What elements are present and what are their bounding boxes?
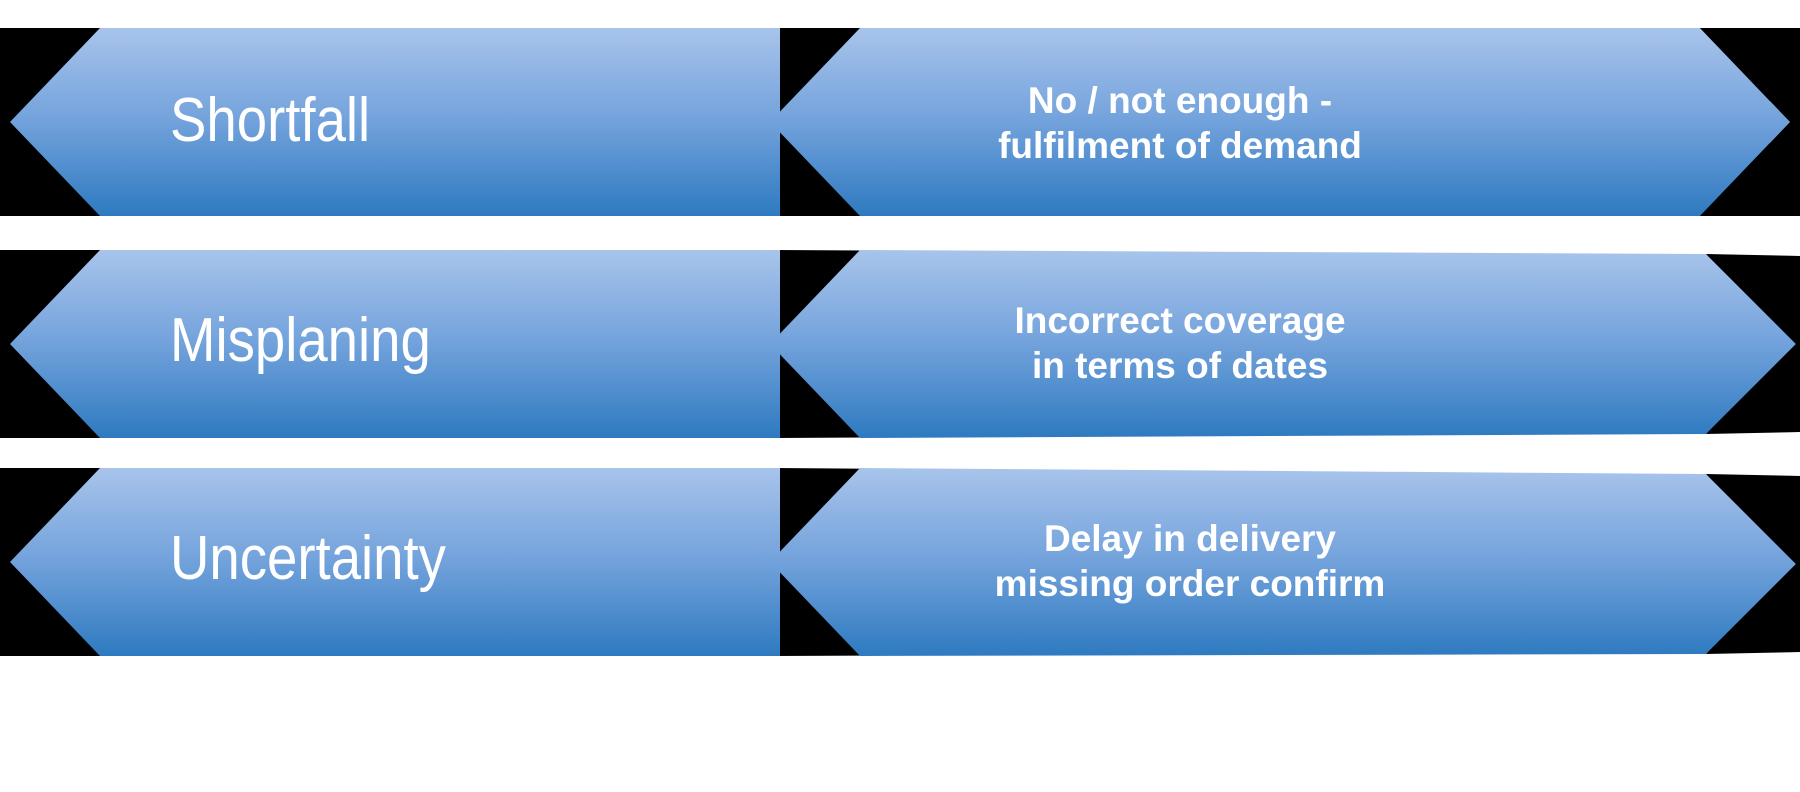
description-line-1: No / not enough - bbox=[1027, 80, 1333, 121]
row-label-misplaning: Misplaning bbox=[170, 306, 431, 375]
row-label-uncertainty: Uncertainty bbox=[170, 524, 446, 593]
row-1-graphics bbox=[0, 28, 1800, 216]
arrow-shape-3b bbox=[770, 468, 1796, 656]
arrow-shape-1b bbox=[770, 28, 1790, 216]
description-line-2: fulfilment of demand bbox=[998, 125, 1362, 167]
row-2-graphics bbox=[0, 250, 1800, 438]
description-line-2: missing order confirm bbox=[994, 563, 1386, 605]
chevron-row-shortfall: Shortfall No / not enough - fulfilment o… bbox=[0, 28, 1800, 216]
description-line-2: in terms of dates bbox=[1031, 345, 1329, 387]
arrow-shape-2b bbox=[770, 250, 1796, 438]
arrow-shape-1a bbox=[10, 28, 780, 216]
arrow-shape-2a bbox=[10, 250, 780, 438]
chevron-row-misplaning: Misplaning Incorrect coverage in terms o… bbox=[0, 250, 1800, 438]
description-line-1: Delay in delivery bbox=[1043, 518, 1337, 559]
right-notch-2 bbox=[1706, 254, 1800, 434]
row-label-shortfall: Shortfall bbox=[170, 86, 371, 155]
right-notch-1 bbox=[1700, 28, 1800, 216]
row-description-misplaning: Incorrect coverage in terms of dates bbox=[900, 298, 1460, 388]
chevron-row-uncertainty: Uncertainty Delay in delivery missing or… bbox=[0, 468, 1800, 656]
row-description-uncertainty: Delay in delivery missing order confirm bbox=[890, 516, 1490, 606]
row-description-shortfall: No / not enough - fulfilment of demand bbox=[880, 78, 1480, 168]
description-line-1: Incorrect coverage bbox=[1014, 300, 1346, 341]
row-3-graphics bbox=[0, 468, 1800, 656]
right-notch-3 bbox=[1706, 474, 1800, 654]
arrow-shape-3a bbox=[10, 468, 780, 656]
